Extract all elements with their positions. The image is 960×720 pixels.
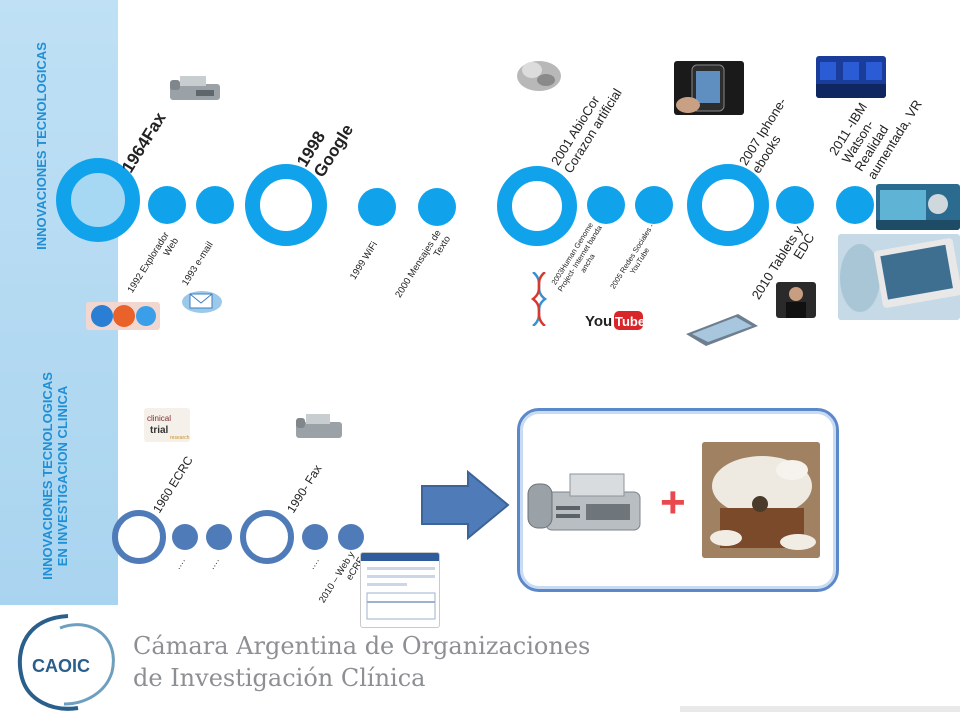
timeline-node-1993 [196,186,234,224]
timeline-node-1998 [245,164,327,246]
timeline-node-2003 [587,186,625,224]
section-label-bottom: INNOVACIONES TECNOLOGICAS EN INVESTIGACI… [40,372,70,580]
svg-text:You: You [585,313,612,330]
timeline-node-2007 [687,164,769,246]
label-2005-social: 2005 Redes Sociales - YouTube [608,221,656,291]
ct-node-2010 [338,524,364,550]
label-1964-fax: 1964Fax [118,109,170,177]
svg-text:trial: trial [150,425,169,436]
ct-node-dots-1 [172,524,198,550]
email-icon-image [180,284,224,316]
steve-jobs-image [776,282,816,318]
artificial-heart-image [514,52,564,94]
organization-name-line2: de Investigación Clínica [133,664,426,692]
label-dots-3: …. [306,555,322,572]
label-dots-1: …. [172,555,188,572]
label-1960-ecrc: 1960 ECRC [150,453,196,516]
label-1992-explorer: 1992 Explorador Web [125,230,182,296]
tablet-edc-image [682,304,760,346]
fax-machine-image-2 [292,408,346,442]
svg-text:CAOIC: CAOIC [32,656,90,676]
label-dots-2: …. [206,555,222,572]
ct-node-1990 [240,510,294,564]
caoic-logo: CAOIC [17,614,115,711]
label-2010-web-ecrf: 2010 – Web y eCRF [316,549,367,606]
surgery-tablet-image [838,234,960,320]
plus-sign: + [660,478,686,527]
timeline-node-1964 [56,158,140,242]
ct-node-dots-3 [302,524,328,550]
timeline-node-2001 [497,166,577,246]
section-label-top: INNOVACIONES TECNOLOGICAS [34,42,49,250]
timeline-node-2011 [836,186,874,224]
svg-text:Tube: Tube [615,314,644,329]
timeline-node-1992 [148,186,186,224]
timeline-node-2005 [635,186,673,224]
timeline-node-2000 [418,188,456,226]
svg-text:research: research [170,435,190,441]
paper-pile-image [702,442,820,558]
label-2007-iphone: 2007 Iphone- ebooks [736,95,790,176]
ct-node-1960 [112,510,166,564]
label-1993-email: 1993 e-mail [180,239,216,288]
organization-name-line1: Cámara Argentina de Organizaciones [133,632,591,660]
timeline-node-1999 [358,188,396,226]
label-1999-wifi: 1999 WiFi [348,239,380,282]
footer-divider [680,706,960,712]
label-2000-sms: 2000 Mensajes de Texto [393,228,454,300]
arrow-right-icon [421,470,510,540]
ecrf-form-image [360,552,440,628]
dna-image [530,272,548,326]
ct-node-dots-2 [206,524,232,550]
augmented-reality-image [876,184,960,230]
browser-logos-image [86,302,160,330]
jeopardy-watson-image [816,56,886,98]
iphone-image [674,61,744,115]
fax-machine-large-image [526,462,644,542]
label-1990-fax: 1990- Fax [284,462,325,516]
timeline-node-2010 [776,186,814,224]
fax-machine-image [166,70,224,104]
svg-text:clinical: clinical [147,414,171,423]
